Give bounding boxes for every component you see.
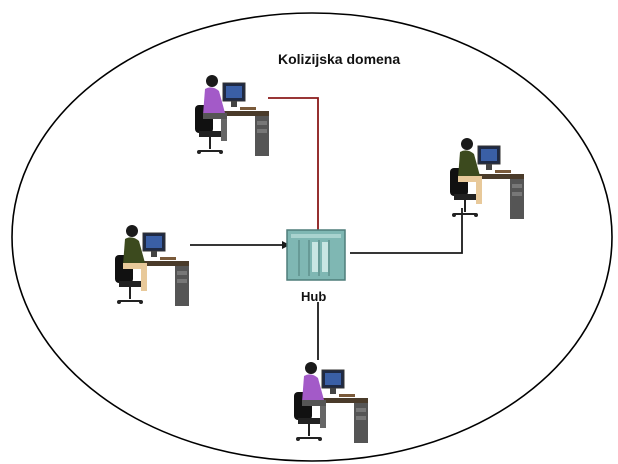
network-links bbox=[190, 97, 463, 360]
workstation-top bbox=[194, 74, 270, 157]
hub-label: Hub bbox=[301, 289, 326, 304]
collision-domain-boundary bbox=[11, 12, 613, 462]
workstation-right bbox=[449, 137, 525, 220]
hub-icon bbox=[286, 229, 346, 281]
user-shirt bbox=[203, 87, 225, 115]
user-shirt bbox=[458, 150, 480, 178]
link-right bbox=[350, 208, 463, 254]
workstation-left bbox=[114, 224, 190, 307]
collision-domain-label: Kolizijska domena bbox=[278, 51, 400, 67]
workstation-bottom bbox=[293, 361, 369, 444]
link-left-arrow bbox=[282, 241, 290, 249]
link-top bbox=[268, 97, 319, 230]
user-shirt bbox=[123, 237, 145, 265]
user-shirt bbox=[302, 374, 324, 402]
